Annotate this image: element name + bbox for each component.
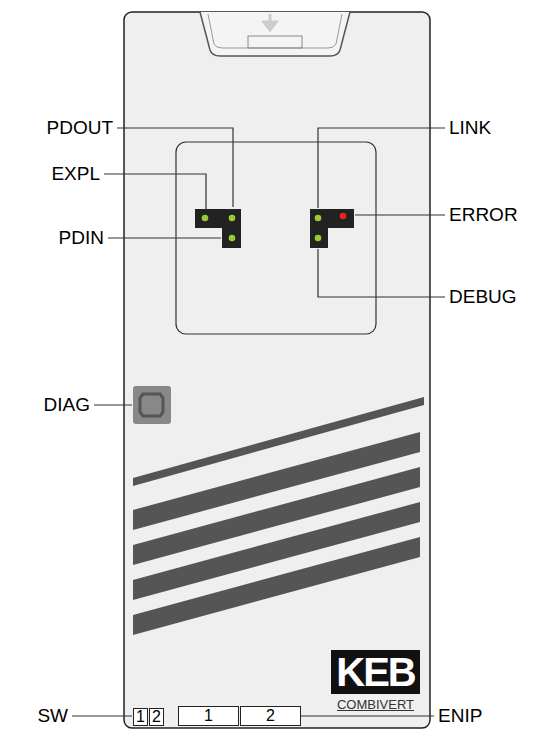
callout-label: DEBUG: [449, 286, 517, 308]
socket-outline: [140, 394, 163, 416]
decor-stripes: [133, 397, 424, 635]
port-number: 1: [136, 709, 145, 725]
callout-label: PDOUT: [47, 117, 114, 139]
port-box: 1: [178, 706, 239, 726]
led-block: [310, 209, 354, 248]
port-number: 2: [152, 709, 161, 725]
port-number: 2: [266, 708, 275, 724]
callout-label: EXPL: [51, 163, 100, 185]
led: [315, 235, 322, 242]
leader-lines: [72, 128, 445, 716]
led: [229, 215, 236, 222]
port-box: 2: [149, 708, 164, 726]
led: [202, 215, 209, 222]
led: [229, 235, 236, 242]
callout-label: ERROR: [449, 204, 518, 226]
led: [315, 215, 322, 222]
logo-box: KEBCOMBIVERT: [331, 650, 420, 694]
port-box: 1: [133, 708, 148, 726]
housing: [124, 12, 430, 728]
led-block: [195, 209, 241, 248]
callout-label: DIAG: [44, 394, 90, 416]
logo-subtitle: COMBIVERT: [331, 697, 420, 712]
clip-slot: [248, 36, 302, 48]
callout-label: LINK: [449, 117, 491, 139]
top-clip: [200, 12, 350, 56]
clip-arrow: [264, 14, 276, 30]
port-number: 1: [204, 708, 213, 724]
callout-label: SW: [37, 705, 68, 727]
clip-inner: [208, 14, 342, 48]
callout-label: ENIP: [438, 705, 482, 727]
led: [340, 213, 347, 220]
logo-text: KEB: [336, 652, 414, 692]
callout-label: PDIN: [59, 227, 104, 249]
diag-socket: [133, 386, 171, 424]
port-box: 2: [240, 706, 301, 726]
